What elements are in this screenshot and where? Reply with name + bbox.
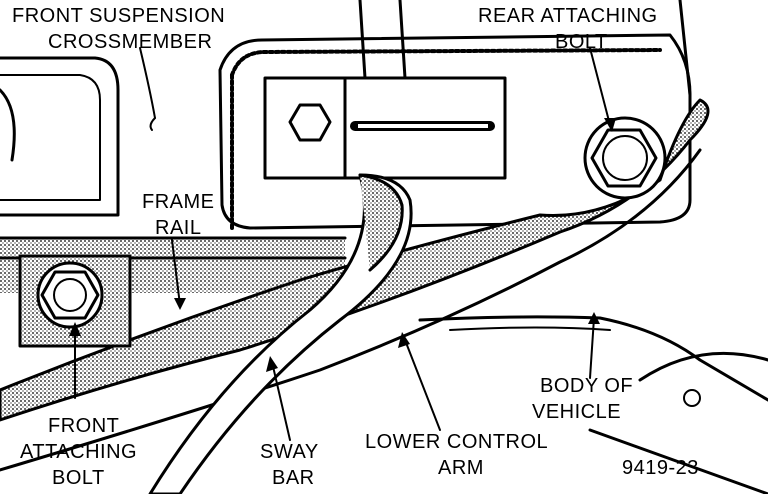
- label-rear-attaching-line2: BOLT: [555, 31, 608, 53]
- rear-attaching-bolt: [583, 116, 667, 200]
- label-frame-rail-line1: FRAME: [142, 191, 215, 213]
- label-body-of-vehicle-line2: VEHICLE: [532, 401, 621, 423]
- label-sway-bar-line1: SWAY: [260, 441, 319, 463]
- label-frame-rail-line2: RAIL: [155, 217, 201, 239]
- frame-bracket: [218, 0, 692, 232]
- label-rear-attaching-line1: REAR ATTACHING: [478, 5, 658, 27]
- label-front-attaching-line3: BOLT: [52, 467, 105, 489]
- label-sway-bar-line2: BAR: [272, 467, 315, 489]
- label-lower-control-arm-line1: LOWER CONTROL: [365, 431, 548, 453]
- label-lower-control-arm-line2: ARM: [438, 457, 484, 479]
- figure-number: 9419-23: [622, 457, 699, 479]
- label-body-of-vehicle-line1: BODY OF: [540, 375, 633, 397]
- sway-bar: [148, 173, 413, 494]
- label-front-suspension-line1: FRONT SUSPENSION: [12, 5, 225, 27]
- label-front-attaching-line2: ATTACHING: [20, 441, 137, 463]
- label-front-suspension-line2: CROSSMEMBER: [48, 31, 212, 53]
- label-front-attaching-line1: FRONT: [48, 415, 119, 437]
- leader-lines: [69, 47, 616, 441]
